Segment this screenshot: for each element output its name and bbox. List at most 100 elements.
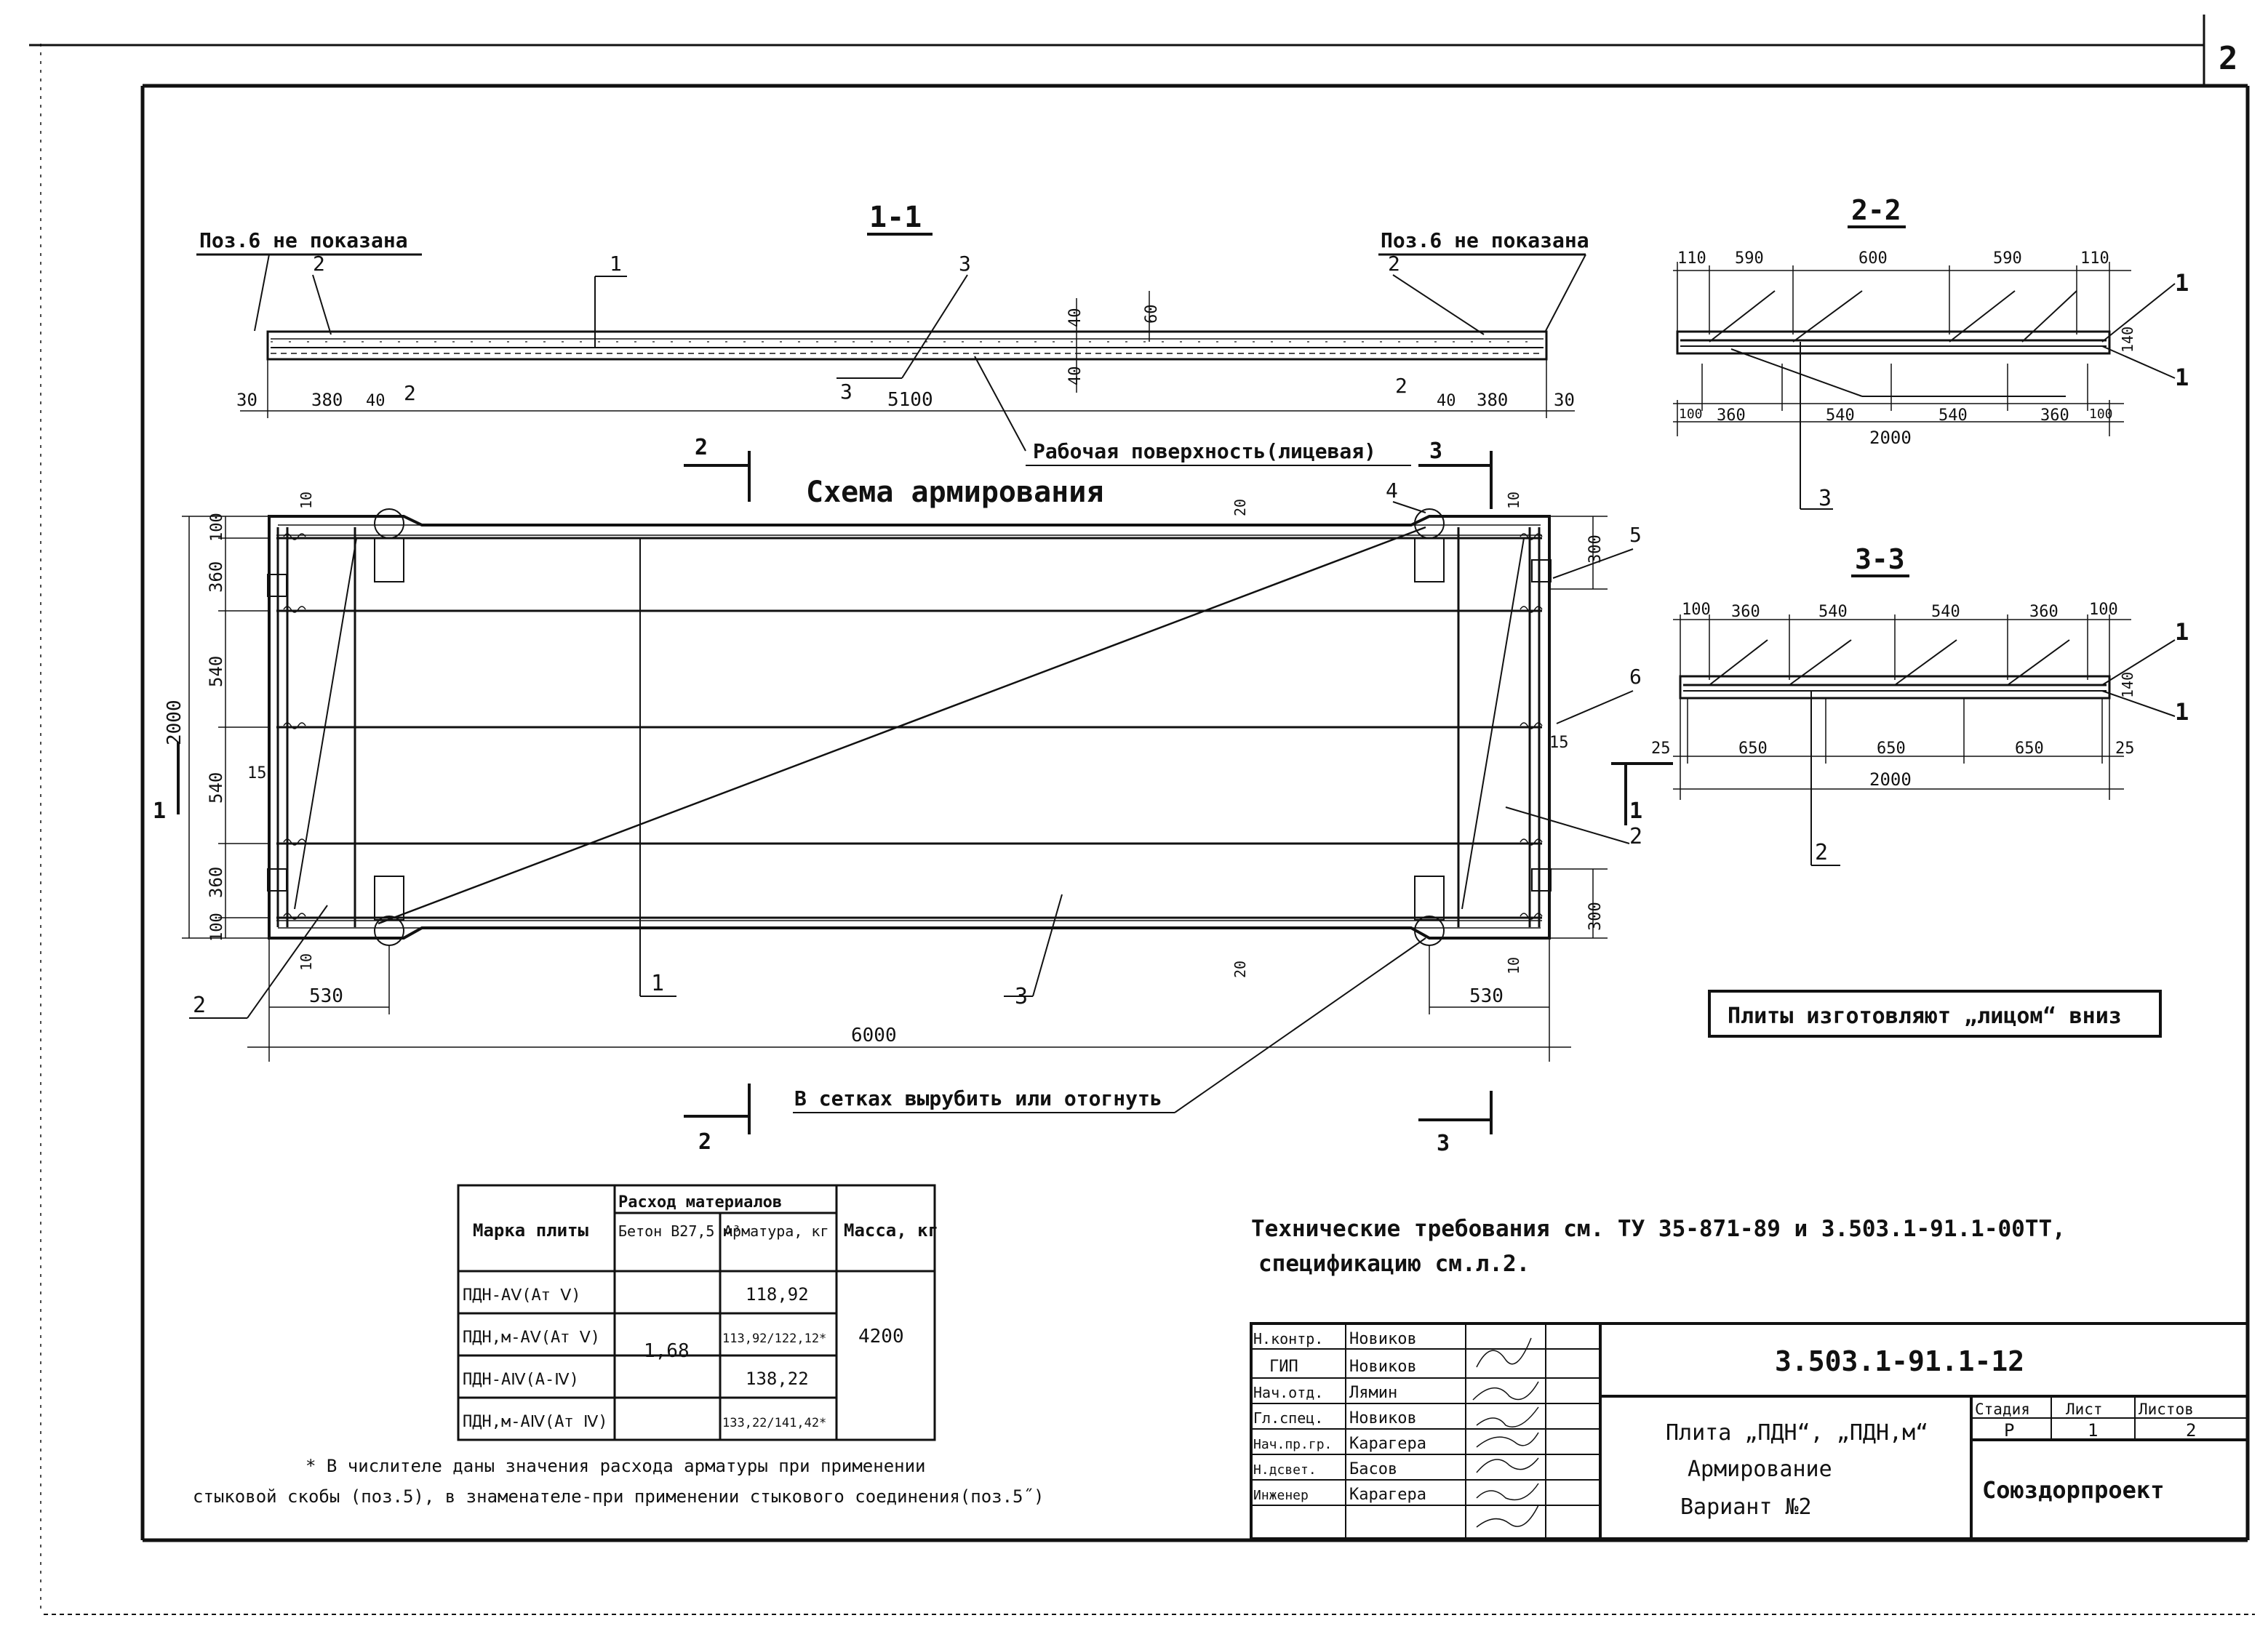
scheme-diagonal [378, 526, 1426, 925]
name-6: Басов [1349, 1460, 1397, 1478]
dim-3-3-2000: 2000 [1869, 769, 1912, 790]
name-3: Лямин [1349, 1384, 1397, 1402]
cut-note: В сетках вырубить или отогнуть [794, 1086, 1162, 1110]
section-1-1: 1-1 Поз.6 не показана Поз.6 не показана … [196, 201, 1589, 466]
sheet-value: 1 [2088, 1420, 2098, 1441]
mark-scheme-pos1-b: 1 [0, 0, 1, 1]
role-6: Н.дсвет. [1253, 1462, 1317, 1478]
dim-3-3-540-left: 540 [1818, 603, 1848, 621]
dim-2-2-360-right: 360 [2040, 407, 2069, 425]
row-mark-2: ПДН,м-АⅤ(Аᴛ Ⅴ) [463, 1329, 600, 1347]
table-row: ПДН,м-АⅣ(Аᴛ Ⅳ) 133,22/141,42* [463, 1413, 826, 1431]
mark-scheme-pos1: 1 [651, 971, 664, 996]
mark-1-1-pos2-right: 2 [1388, 252, 1400, 276]
working-surface-note: Рабочая поверхность(лицевая) [1033, 439, 1376, 463]
section-1-1-title: 1-1 [869, 201, 922, 234]
dim-3-3-360-right: 360 [2029, 603, 2059, 621]
role-5: Нач.пр.гр. [1253, 1437, 1332, 1452]
stage-value: Р [2004, 1420, 2014, 1441]
doc-code: 3.503.1-91.1-12 [1775, 1345, 2024, 1377]
dim-3-3-100-left: 100 [1682, 601, 1711, 619]
dim-row-360-top: 360 [206, 561, 226, 593]
note-right-pos6: Поз.6 не показана [1381, 228, 1589, 252]
title-name-line-3: Вариант №2 [1680, 1494, 1812, 1520]
section-3-3-slab [1679, 675, 2111, 700]
materials-table: Марка плиты Расход материалов Бетон В27,… [457, 1184, 938, 1441]
mark-3-3-pos1-top: 1 [2175, 618, 2189, 646]
dim-530-right: 530 [1469, 985, 1504, 1007]
dim-row-540-top: 540 [206, 656, 226, 687]
boxed-note-text: Плиты изготовляют „лицом“ вниз [1728, 1004, 2122, 1029]
row-rebar-4: 133,22/141,42* [722, 1416, 826, 1430]
dim-3-3-540-right: 540 [1931, 603, 1960, 621]
dim-3-3-360-left: 360 [1731, 603, 1760, 621]
signatures [1472, 1337, 1539, 1528]
mark-3-3-pos1-bottom: 1 [2175, 698, 2189, 726]
section-2-2-title: 2-2 [1851, 194, 1901, 226]
dim-2-2-100-left: 100 [1679, 407, 1703, 422]
cut-3-top: 3 [1429, 438, 1442, 464]
th-mass: Масса, кг [844, 1220, 938, 1241]
sheets-value: 2 [2186, 1420, 2196, 1441]
dim-row-100-bottom: 100 [208, 913, 226, 942]
dim-2-2-600: 600 [1858, 249, 1888, 268]
th-concrete: Бетон В27,5 м³ [618, 1222, 741, 1240]
row-mark-1: ПДН-АⅤ(Аᴛ Ⅴ) [463, 1286, 581, 1305]
title-block: Н.контр. ГИП Нач.отд. Гл.спец. Нач.пр.гр… [1250, 1322, 2249, 1540]
th-rebar: Арматура, кг [724, 1222, 829, 1240]
dim-2-2-540-right: 540 [1938, 407, 1968, 425]
role-2: ГИП [1269, 1358, 1298, 1376]
name-2: Новиков [1349, 1358, 1417, 1376]
dim-3-3-100-right: 100 [2089, 601, 2118, 619]
dim-row-540-bottom: 540 [206, 772, 226, 804]
table-row: ПДН-АⅤ(Аᴛ Ⅴ) 118,92 [463, 1284, 809, 1305]
organization: Союздорпроект [1982, 1476, 2164, 1504]
dim-3-3-25-left: 25 [1651, 740, 1671, 758]
role-3: Нач.отд. [1253, 1384, 1323, 1401]
section-2-2-slab [1676, 330, 2111, 355]
mark-scheme-pos3: 3 [1015, 984, 1028, 1009]
dim-20-top: 20 [1231, 499, 1249, 516]
mark-2-2-pos1-bottom: 1 [2175, 364, 2189, 391]
dim-2-2-100-right: 100 [2089, 407, 2113, 422]
dim-2-2-360-left: 360 [1717, 407, 1746, 425]
dim-2-2-540-left: 540 [1826, 407, 1855, 425]
row-rebar-3: 138,22 [746, 1369, 809, 1389]
dim-6000: 6000 [851, 1025, 897, 1046]
sheet-label: Лист [2066, 1401, 2103, 1418]
mark-1-1-pos3-top: 3 [959, 252, 971, 276]
concrete-value: 1,68 [644, 1340, 690, 1362]
dim-2-2-590-left: 590 [1735, 249, 1764, 268]
section-1-1-slab [266, 330, 1548, 361]
dim-3-3-650-b: 650 [1877, 740, 1906, 758]
dim-1-1-mark-2-right: 2 [1395, 374, 1407, 398]
dim-1-1-380-left: 380 [311, 390, 343, 410]
name-7: Карагера [1349, 1486, 1426, 1504]
mark-scheme-pos2-right: 2 [1629, 824, 1642, 849]
role-4: Гл.спец. [1253, 1409, 1323, 1427]
mass-value: 4200 [858, 1326, 904, 1347]
dim-3-3-650-a: 650 [1738, 740, 1768, 758]
dim-1-1-40-left: 40 [366, 392, 386, 410]
cut-1-right: 1 [1629, 798, 1642, 824]
section-3-3-title: 3-3 [1855, 543, 1905, 575]
dim-10-top-right: 10 [1505, 492, 1522, 509]
dim-3-3-140: 140 [2119, 672, 2136, 698]
mark-2-2-pos1-top: 1 [2175, 269, 2189, 297]
dim-10-bottom-right: 10 [1505, 957, 1522, 974]
dim-2-2-140: 140 [2119, 327, 2136, 353]
th-mark: Марка плиты [473, 1220, 588, 1241]
table-row: ПДН-АⅣ(А-Ⅳ) 138,22 [463, 1369, 809, 1389]
dim-2-2-110-left: 110 [1677, 249, 1706, 268]
dim-2-2-110-right: 110 [2080, 249, 2109, 268]
cut-1-left: 1 [153, 798, 166, 824]
dim-20-bottom: 20 [1231, 961, 1249, 978]
title-name-line-2: Армирование [1688, 1457, 1832, 1482]
cut-2-bottom: 2 [698, 1129, 711, 1155]
sheets-label: Листов [2139, 1401, 2194, 1418]
mark-3-3-pos2: 2 [1815, 840, 1828, 865]
sheet-number: 2 [2219, 40, 2238, 77]
dim-1-1-30-left: 30 [236, 390, 257, 410]
mark-2-2-pos3: 3 [1818, 486, 1832, 511]
